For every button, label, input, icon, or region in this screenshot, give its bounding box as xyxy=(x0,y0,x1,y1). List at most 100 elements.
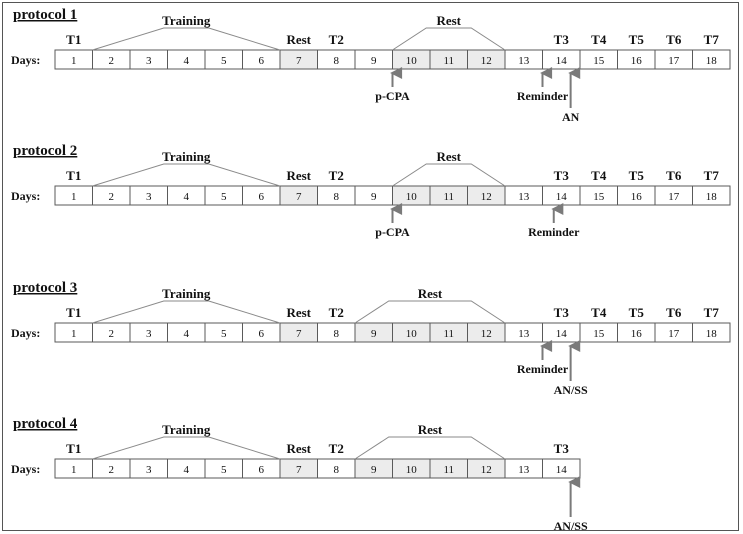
day-number: 4 xyxy=(184,328,190,340)
reminder-marker-label: Reminder xyxy=(517,362,569,376)
test-label: T4 xyxy=(591,32,607,47)
day-cell-18 xyxy=(692,49,731,70)
day-number: 8 xyxy=(334,328,340,340)
day-number: 5 xyxy=(221,328,227,340)
bracket-outline xyxy=(354,300,506,324)
day-number: 11 xyxy=(443,464,454,476)
days-label: Days: xyxy=(11,53,40,67)
day-number: 3 xyxy=(146,464,152,476)
day-number: 16 xyxy=(631,55,643,67)
protocol-title: protocol 2 xyxy=(13,143,77,159)
bracket-outline xyxy=(92,163,281,187)
test-label: T3 xyxy=(554,168,570,183)
rest-bracket-label: Rest xyxy=(436,13,461,28)
test-label: T3 xyxy=(554,441,570,456)
day-number: 10 xyxy=(406,328,418,340)
bracket-outline xyxy=(354,436,506,460)
test-label: T7 xyxy=(704,305,720,320)
days-label: Days: xyxy=(11,462,40,476)
an-ss-marker-label: AN/SS xyxy=(554,519,588,533)
day-number: 9 xyxy=(371,191,377,203)
day-number: 14 xyxy=(556,464,568,476)
day-number: 17 xyxy=(668,191,680,203)
test-label: T3 xyxy=(554,32,570,47)
day-number: 9 xyxy=(371,55,377,67)
training-bracket-label: Training xyxy=(162,149,211,164)
day-number: 18 xyxy=(706,55,718,67)
p-cpa-marker-label: p-CPA xyxy=(375,225,410,239)
day-number: 6 xyxy=(259,55,265,67)
day-number: 12 xyxy=(481,191,492,203)
day-number: 8 xyxy=(334,55,340,67)
day-number: 13 xyxy=(518,328,530,340)
day-number: 8 xyxy=(334,191,340,203)
bracket-outline xyxy=(92,436,281,460)
day-number: 7 xyxy=(296,464,302,476)
day-number: 2 xyxy=(109,55,115,67)
day-number: 3 xyxy=(146,191,152,203)
training-bracket-label: Training xyxy=(162,422,211,437)
day-number: 2 xyxy=(109,464,115,476)
day-number: 14 xyxy=(556,328,568,340)
test-label: T1 xyxy=(66,168,81,183)
bracket-outline xyxy=(392,27,506,51)
day-number: 12 xyxy=(481,464,492,476)
day-number: 17 xyxy=(668,328,680,340)
day-number: 11 xyxy=(443,191,454,203)
day-number: 15 xyxy=(593,328,605,340)
test-label: T6 xyxy=(666,305,682,320)
reminder-marker-label: Reminder xyxy=(528,225,580,239)
rest-bracket-label: Rest xyxy=(436,149,461,164)
day-number: 2 xyxy=(109,191,115,203)
day-number: 3 xyxy=(146,328,152,340)
rest-bracket-label: Rest xyxy=(418,286,443,301)
day-number: 6 xyxy=(259,464,265,476)
day-number: 15 xyxy=(593,191,605,203)
day-cell-18 xyxy=(692,185,731,206)
reminder-marker-label: Reminder xyxy=(517,89,569,103)
test-label: T2 xyxy=(329,305,344,320)
test-label: T2 xyxy=(329,168,344,183)
day-number: 9 xyxy=(371,328,377,340)
training-bracket-label: Training xyxy=(162,286,211,301)
day-number: 1 xyxy=(71,191,77,203)
test-label: T5 xyxy=(629,32,645,47)
test-label: T2 xyxy=(329,32,344,47)
day-number: 18 xyxy=(706,328,718,340)
protocol-title: protocol 3 xyxy=(13,280,77,296)
day-number: 1 xyxy=(71,55,77,67)
test-label: T7 xyxy=(704,168,720,183)
day-number: 7 xyxy=(296,328,302,340)
day-number: 5 xyxy=(221,55,227,67)
test-label: T1 xyxy=(66,305,81,320)
day-number: 1 xyxy=(71,464,77,476)
day-number: 3 xyxy=(146,55,152,67)
day-number: 4 xyxy=(184,464,190,476)
day-number: 18 xyxy=(706,191,718,203)
day-number: 14 xyxy=(556,191,568,203)
day-number: 13 xyxy=(518,464,530,476)
day-number: 10 xyxy=(406,55,418,67)
day-number: 16 xyxy=(631,191,643,203)
day-number: 9 xyxy=(371,464,377,476)
day-cell-14 xyxy=(542,458,581,479)
test-label: T5 xyxy=(629,305,645,320)
day-number: 8 xyxy=(334,464,340,476)
test-label: T1 xyxy=(66,32,81,47)
rest-label: Rest xyxy=(286,32,311,47)
day-number: 6 xyxy=(259,191,265,203)
bracket-outline xyxy=(92,300,281,324)
test-label: T4 xyxy=(591,168,607,183)
training-bracket-label: Training xyxy=(162,13,211,28)
day-number: 12 xyxy=(481,328,492,340)
test-label: T1 xyxy=(66,441,81,456)
test-label: T2 xyxy=(329,441,344,456)
day-number: 15 xyxy=(593,55,605,67)
day-number: 17 xyxy=(668,55,680,67)
rest-label: Rest xyxy=(286,168,311,183)
days-label: Days: xyxy=(11,189,40,203)
